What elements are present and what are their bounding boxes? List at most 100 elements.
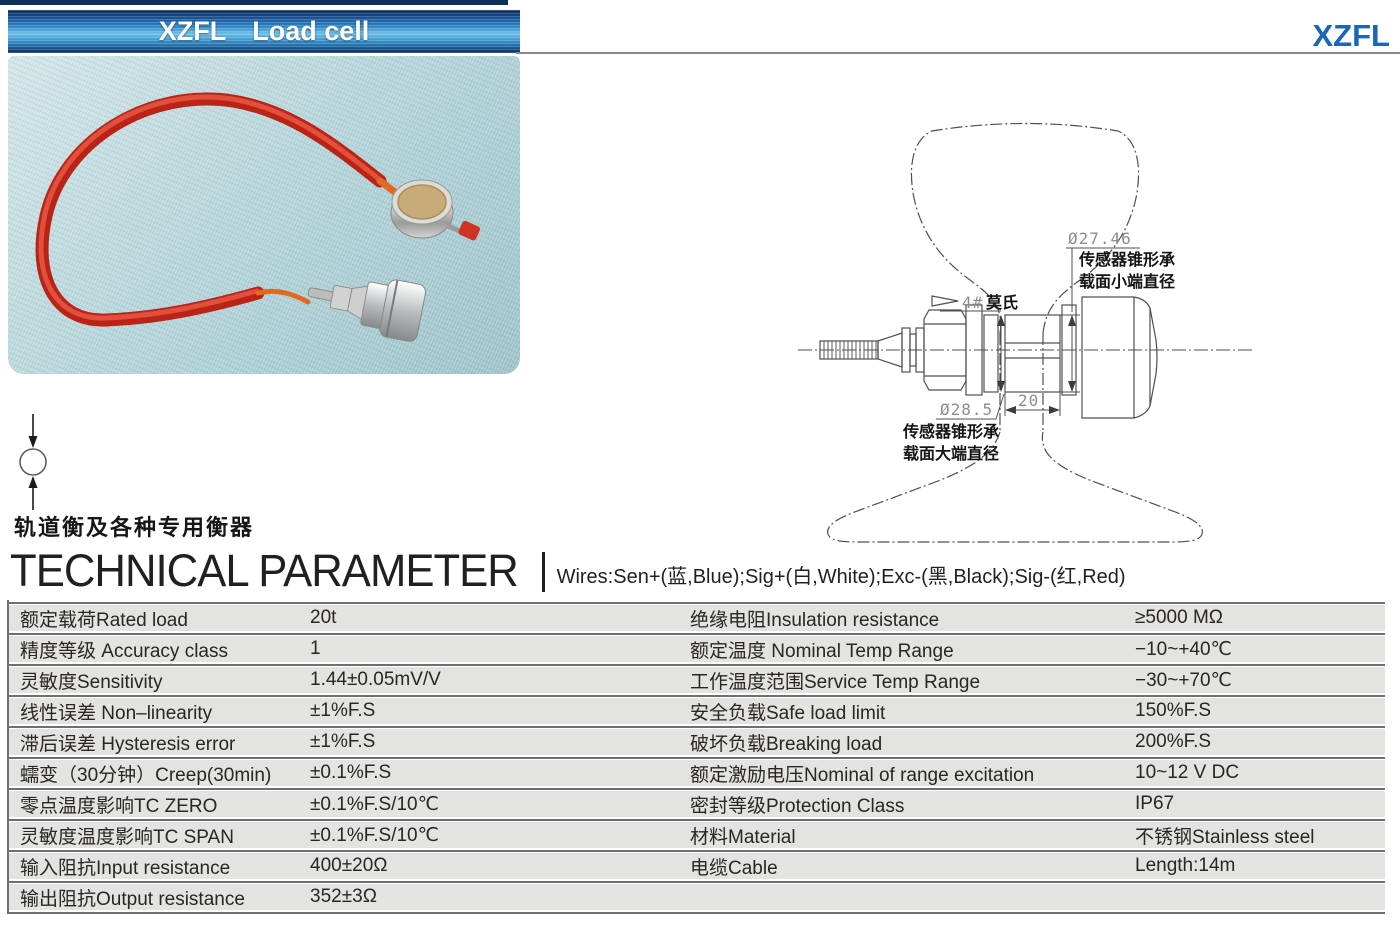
product-name: Load cell [252, 16, 370, 46]
param-value-cell: 352±3Ω [310, 886, 377, 907]
large-end-label-line1: 传感器锥形承 [902, 422, 999, 441]
dim-width: 20 [1018, 391, 1039, 410]
application-caption: 轨道衡及各种专用衡器 [14, 515, 255, 540]
load-cell-photo-art [35, 92, 481, 342]
row-separator [7, 663, 1385, 666]
rail-web-lines [999, 333, 1044, 432]
cable-highlight [38, 94, 382, 321]
extension-lines [1004, 314, 1080, 416]
brand-logo-text: XZFL [1312, 18, 1391, 53]
table-left-border [7, 600, 9, 914]
dim-small-end: Ø27.46 [1068, 229, 1132, 248]
param-value-cell: ±0.1%F.S/10℃ [310, 793, 439, 815]
param-name-cell: 输入阻抗Input resistance [20, 857, 231, 879]
param-name-cell: 输出阻抗Output resistance [20, 888, 245, 910]
row-separator [7, 694, 1385, 697]
param-name-cell: 灵敏度Sensitivity [20, 671, 163, 693]
param-value-cell: 200%F.S [1135, 731, 1212, 752]
param-name-cell: 密封等级Protection Class [690, 795, 905, 817]
param-value-cell: 1.44±0.05mV/V [310, 669, 441, 690]
installation-drawing: Ø27.46 传感器锥形承 载面小端直径 4# 莫氏 Ø28.5 20 传感器锥… [798, 122, 1252, 543]
param-name-cell: 安全负载Safe load limit [690, 702, 886, 724]
param-value-cell: Length:14m [1135, 855, 1236, 876]
param-value-cell: ±0.1%F.S [310, 762, 392, 783]
param-value-cell: 10~12 V DC [1135, 762, 1240, 783]
compression-force-icon [14, 412, 54, 517]
param-name-cell: 蠕变（30分钟）Creep(30min) [20, 764, 272, 786]
title-separator-bar [541, 552, 545, 592]
hex-facet-lines [924, 323, 966, 377]
hex-nut-facets [1133, 297, 1151, 418]
rail-head-outline [910, 122, 1140, 334]
table-row: 零点温度影响TC ZERO ±0.1%F.S/10℃ 密封等级Protectio… [7, 791, 1385, 817]
param-value-cell: ±1%F.S [310, 700, 376, 721]
large-end-label-line2: 载面大端直径 [903, 444, 999, 463]
red-cap [458, 220, 481, 241]
cone-mid-band [1005, 342, 1060, 359]
section-title: TECHNICAL PARAMETER [10, 545, 519, 596]
sensor-hex-body [923, 309, 967, 391]
param-name-cell: 绝缘电阻Insulation resistance [690, 609, 940, 631]
param-value-cell: 400±20Ω [310, 855, 388, 876]
param-value-cell: 20t [310, 607, 337, 628]
technical-parameter-header: TECHNICAL PARAMETER Wires:Sen+(蓝,Blue);S… [10, 548, 1126, 593]
title-banner: XZFL Load cell [8, 10, 520, 53]
param-name-cell: 线性误差 Non–linearity [20, 702, 213, 724]
table-row: 输出阻抗Output resistance 352±3Ω [7, 884, 1385, 910]
rail-foot-outline [827, 431, 1203, 543]
sensor-flange [965, 304, 983, 396]
row-separator [7, 632, 1385, 635]
row-separator [7, 911, 1385, 914]
param-value-cell: 150%F.S [1135, 700, 1212, 721]
param-value-cell: IP67 [1135, 793, 1175, 814]
row-separator [7, 756, 1385, 759]
param-value-cell: 不锈钢Stainless steel [1135, 826, 1315, 848]
param-name-cell: 零点温度影响TC ZERO [20, 795, 218, 817]
row-separator [7, 787, 1385, 790]
param-name-cell: 额定温度 Nominal Temp Range [690, 640, 954, 662]
sensor-spacer [983, 314, 999, 393]
threaded-cable-entry [819, 340, 879, 360]
param-name-cell: 灵敏度温度影响TC SPAN [20, 826, 234, 848]
param-value-cell: 1 [310, 638, 321, 659]
param-name-cell: 精度等级 Accuracy class [20, 640, 228, 662]
leader-small-end [1066, 247, 1140, 312]
table-row: 精度等级 Accuracy class 1 额定温度 Nominal Temp … [7, 636, 1385, 662]
param-name-cell: 额定载荷Rated load [20, 609, 188, 631]
red-cable [35, 92, 387, 327]
param-value-cell: ±1%F.S [310, 731, 376, 752]
dimension-arrowheads [997, 315, 1076, 414]
washer-plate [1061, 304, 1077, 396]
table-row: 线性误差 Non–linearity ±1%F.S 安全负载Safe load … [7, 698, 1385, 724]
param-name-cell: 滞后误差 Hysteresis error [20, 733, 236, 755]
button-load-cell [390, 179, 481, 241]
header-divider [516, 52, 1400, 54]
param-value-cell: −30~+70℃ [1135, 669, 1232, 691]
taper-name: 莫氏 [985, 293, 1018, 312]
param-name-cell: 额定激励电压Nominal of range excitation [690, 764, 1035, 786]
table-row: 灵敏度温度影响TC SPAN ±0.1%F.S/10℃ 材料Material 不… [7, 822, 1385, 848]
param-value-cell: ≥5000 MΩ [1135, 607, 1224, 628]
param-value-cell: −10~+40℃ [1135, 638, 1232, 660]
table-row: 蠕变（30分钟）Creep(30min) ±0.1%F.S 额定激励电压Nomi… [7, 760, 1385, 786]
dia-dimension-lines [1000, 322, 1073, 386]
connector-assembly [307, 279, 427, 342]
param-name-cell: 电缆Cable [690, 857, 778, 879]
param-name-cell: 工作温度范围Service Temp Range [690, 671, 981, 693]
wires-note: Wires:Sen+(蓝,Blue);Sig+(白,White);Exc-(黑,… [556, 566, 1126, 588]
param-name-cell: 破坏负载Breaking load [690, 733, 883, 755]
table-row: 灵敏度Sensitivity 1.44±0.05mV/V 工作温度范围Servi… [7, 667, 1385, 693]
table-row: 滞后误差 Hysteresis error ±1%F.S 破坏负载Breakin… [7, 729, 1385, 755]
hex-nut [1081, 296, 1158, 419]
row-separator [7, 849, 1385, 852]
model-code: XZFL [158, 16, 227, 46]
row-separator [7, 818, 1385, 821]
row-separator [7, 880, 1385, 883]
row-separator [7, 725, 1385, 728]
taper-symbol [931, 295, 959, 307]
parameter-table: 额定载荷Rated load 20t 绝缘电阻Insulation resist… [7, 600, 1385, 915]
page-title: XZFL Load cell [159, 16, 370, 47]
param-name-cell: 材料Material [690, 826, 796, 848]
orange-lead-bottom [255, 288, 311, 305]
small-end-label-line1: 传感器锥形承 [1078, 250, 1175, 269]
